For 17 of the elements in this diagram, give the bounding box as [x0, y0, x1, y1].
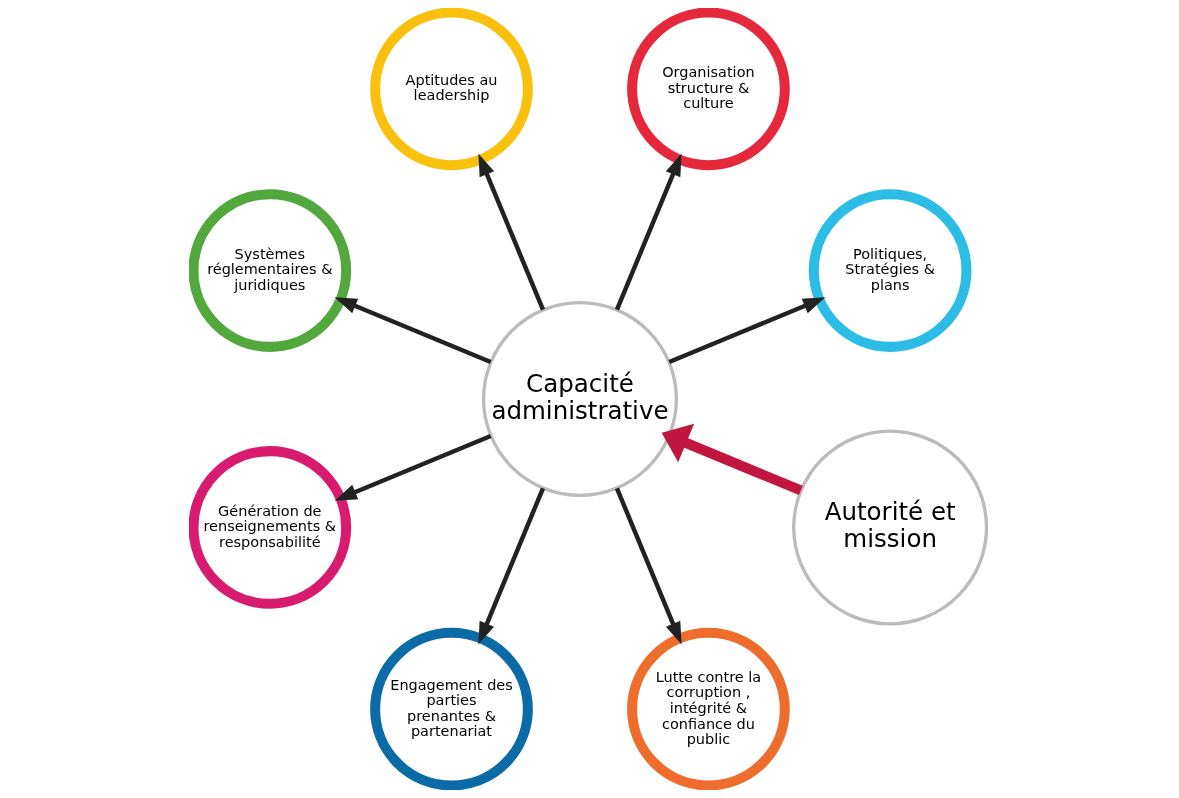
- node-circle: Génération de renseignements & responsabilité: [188, 446, 351, 609]
- arrow: [334, 297, 492, 365]
- arrow: [614, 487, 682, 645]
- arrow: [334, 433, 492, 501]
- node-circle: Politiques, Stratégies & plans: [808, 189, 971, 352]
- arrow: [477, 487, 545, 645]
- node-circle: Capacité administrative: [481, 300, 678, 498]
- node-circle: Autorité et mission: [791, 429, 988, 626]
- node-circle: Aptitudes au leadership: [369, 8, 533, 171]
- node-circle: Systèmes réglementaires & juridiques: [188, 189, 351, 352]
- arrow: [667, 297, 825, 365]
- node-circle: Engagement des parties prenantes & partenariat: [369, 627, 533, 790]
- arrow: [614, 153, 682, 311]
- arrow: [477, 153, 545, 311]
- arrow: [661, 423, 803, 496]
- node-circle: Organisation structure & culture: [626, 8, 790, 171]
- node-circle: Lutte contre la corruption , intégrité & confiance du public: [626, 627, 790, 790]
